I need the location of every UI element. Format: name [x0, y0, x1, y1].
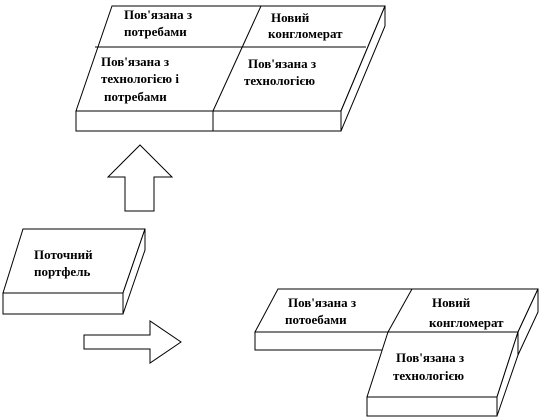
bottom-block-divider-vertical [387, 288, 413, 333]
top-block-divider-vertical [212, 5, 262, 112]
top-cell-tech-needs-label: Пов'язана з технологією і потребами [101, 54, 182, 104]
up-arrow [106, 144, 174, 212]
current-portfolio-block: Поточний портфель [2, 228, 146, 315]
top-cell-tech-label: Пов'язана з технологією [244, 56, 319, 88]
bottom-cell-conglomerate-label: Новий конгломерат [429, 295, 504, 330]
right-arrow [83, 320, 182, 364]
top-block-side-face [340, 5, 386, 132]
current-block-side-face [122, 228, 146, 315]
top-block: Пов'язана з потребами Новий конгломерат … [75, 5, 386, 132]
bottom-cell-needs-label: Пов'язана з потоебами [285, 295, 359, 327]
current-block-front-face [2, 292, 124, 315]
bottom-cell-tech-label: Пов'язана з технологією [393, 350, 467, 383]
top-cell-conglomerate-label: Новий конгломерат [268, 10, 343, 41]
top-cell-needs-label: Пов'язана з потребами [124, 7, 195, 39]
top-block-front-face [75, 110, 342, 132]
bottom-block: Пов'язана з потоебами Новий конгломерат … [254, 288, 539, 417]
current-portfolio-label: Поточний портфель [34, 247, 96, 279]
bottom-block-front-face-left [254, 331, 389, 351]
bottom-block-lower-side-face [496, 331, 519, 417]
bottom-block-lower-front-face [366, 396, 498, 417]
